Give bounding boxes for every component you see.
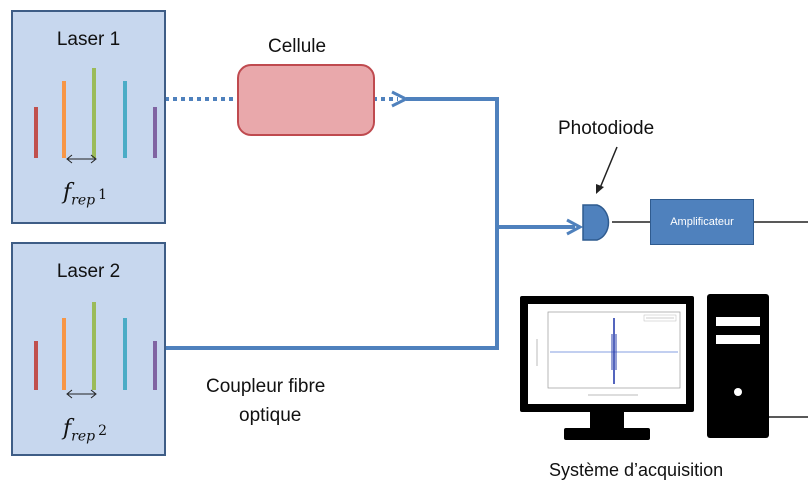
amplifier-box: Amplificateur <box>650 199 754 245</box>
fiber-laser2 <box>165 227 499 350</box>
cellule-box <box>237 64 375 136</box>
computer-tower <box>707 294 769 438</box>
power-led <box>734 388 742 396</box>
fiber-arrowhead-photodiode <box>566 218 584 236</box>
photodiode <box>582 204 610 241</box>
photodiode-label: Photodiode <box>558 118 655 139</box>
drive-bay <box>716 335 760 344</box>
fiber-laser1-solid <box>406 97 575 229</box>
acquisition-label: Système d’acquisition <box>549 460 724 480</box>
laser1-title: Laser 1 <box>56 29 121 50</box>
laser2-title: Laser 2 <box>56 261 121 282</box>
monitor-screen <box>528 304 686 404</box>
photodiode-pointer-head <box>596 184 604 194</box>
monitor-base <box>564 428 650 440</box>
photodiode-pointer <box>599 146 618 189</box>
laser2-comb <box>34 302 157 399</box>
interferogram-plot-icon <box>536 311 681 396</box>
coupler-label-line1: Coupleur fibre <box>206 376 326 397</box>
laser1-comb <box>34 68 157 164</box>
fiber-arrowhead-cell <box>391 90 410 108</box>
cellule-label: Cellule <box>268 36 327 57</box>
monitor <box>520 296 694 412</box>
coupler-label-line2: optique <box>239 405 302 426</box>
drive-bay <box>716 317 760 326</box>
monitor-stand <box>590 412 624 430</box>
